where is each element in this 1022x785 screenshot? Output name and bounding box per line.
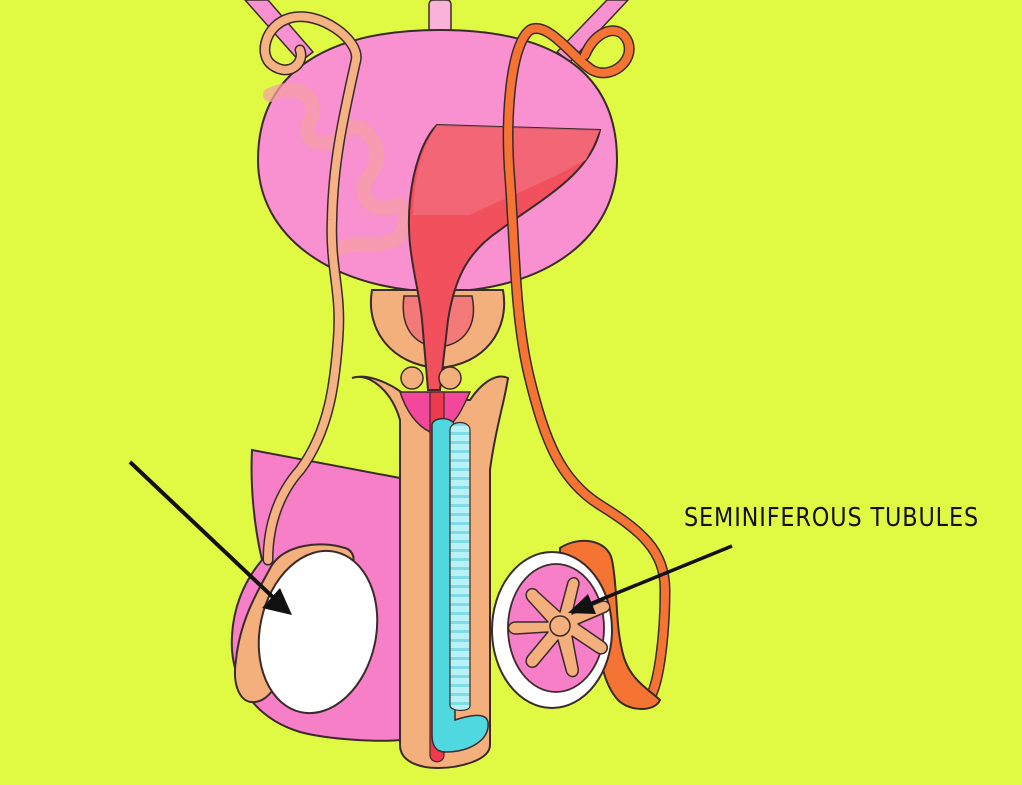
bulbourethral-gland-left — [400, 366, 424, 390]
bulbourethral-gland-right — [438, 366, 462, 390]
penis — [351, 366, 510, 770]
testis-cross-section — [491, 551, 613, 709]
seminiferous-tubules-label: SEMINIFEROUS TUBULES — [684, 503, 980, 533]
seminiferous-tubules — [507, 577, 611, 678]
corpus-spongiosum — [431, 417, 489, 753]
arrow-to-seminiferous-tubules — [568, 544, 733, 614]
vas-deferens-left-fill — [260, 12, 361, 564]
urethra-lining — [449, 421, 471, 712]
arrow-to-testis — [128, 460, 292, 615]
vas-deferens-right-fill — [504, 24, 670, 702]
testis-left — [257, 549, 379, 715]
